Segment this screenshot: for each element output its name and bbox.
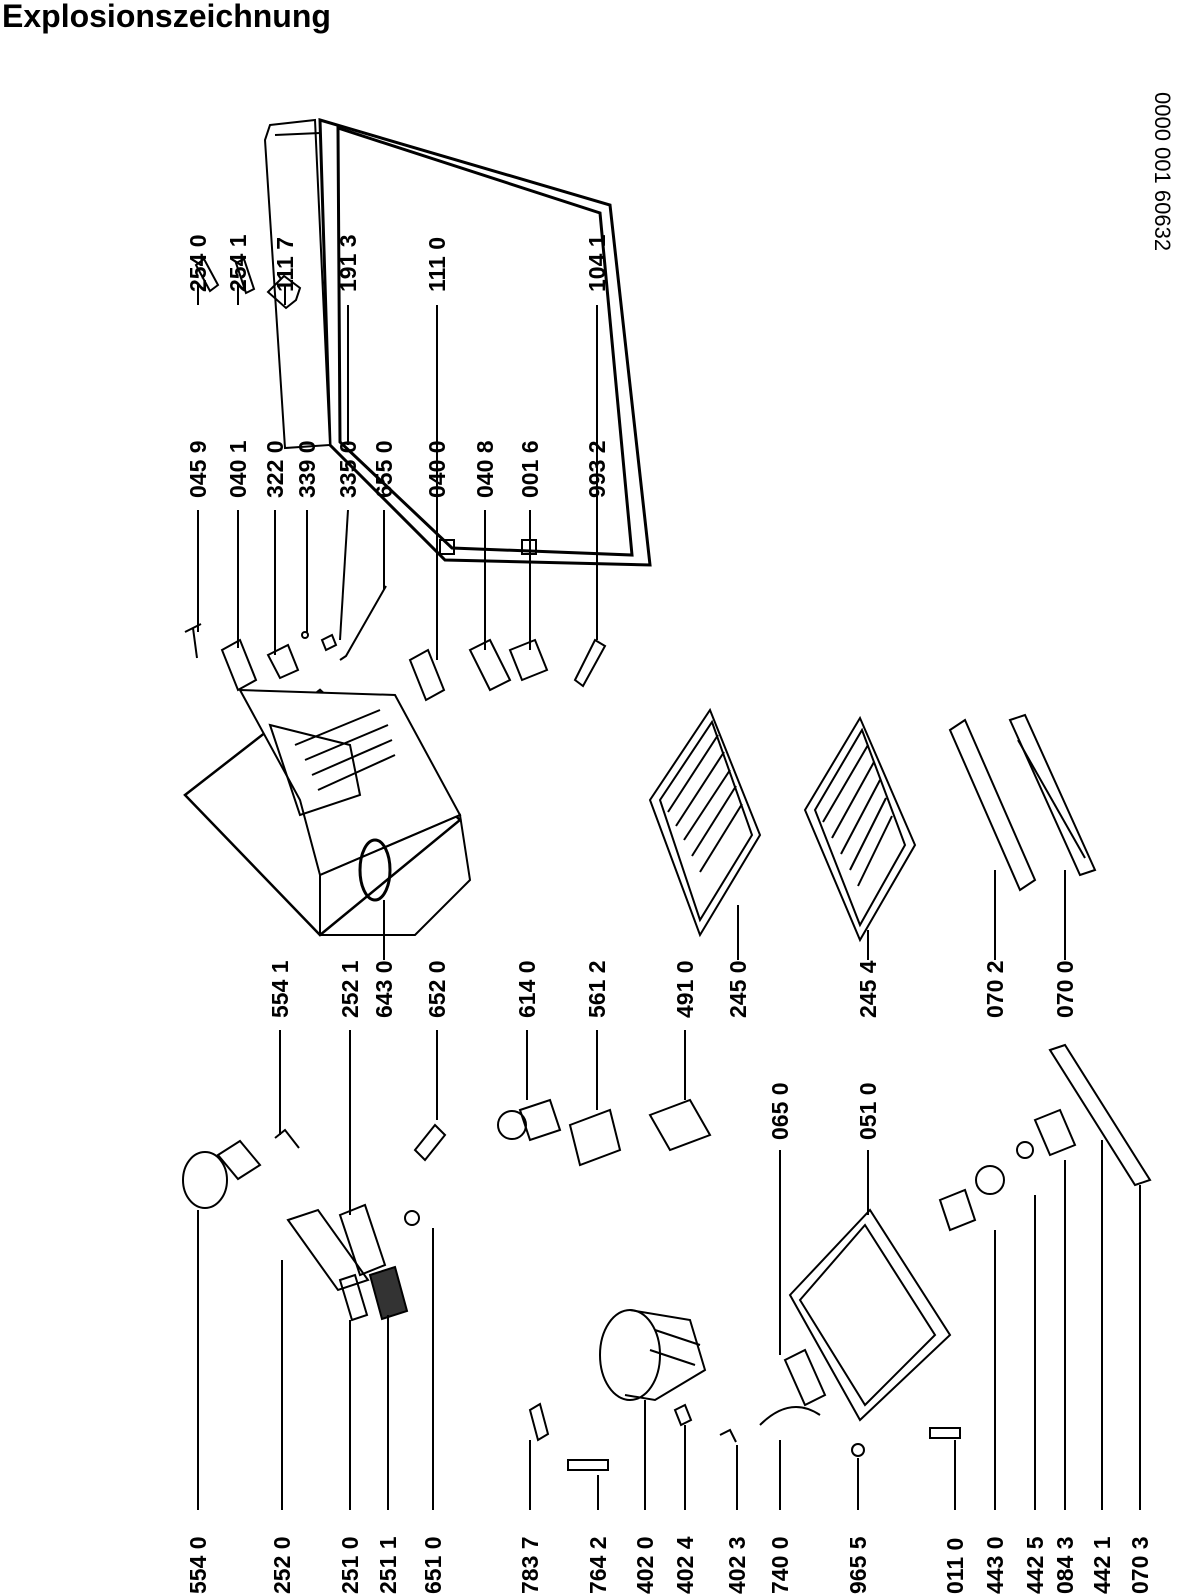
part-label-111-7: 111 7 — [272, 237, 298, 292]
part-label-051-0: 051 0 — [855, 1082, 881, 1140]
part-label-655-0: 655 0 — [371, 440, 397, 498]
compressor-and-base — [599, 1043, 1152, 1439]
part-label-764-2: 764 2 — [585, 1536, 611, 1594]
trim-strips — [948, 713, 1097, 892]
small-lower-parts — [528, 1402, 865, 1471]
part-label-045-9: 045 9 — [185, 440, 211, 498]
part-label-993-2: 993 2 — [584, 440, 610, 498]
part-label-643-0: 643 0 — [371, 960, 397, 1018]
controls-and-lamp — [182, 1098, 712, 1322]
part-label-322-0: 322 0 — [262, 440, 288, 498]
part-label-402-0: 402 0 — [632, 1536, 658, 1594]
part-label-084-3: 084 3 — [1052, 1536, 1078, 1594]
part-label-070-3: 070 3 — [1127, 1536, 1153, 1594]
part-label-011-0: 011 0 — [942, 1538, 968, 1594]
part-label-965-5: 965 5 — [845, 1536, 871, 1594]
part-label-251-1: 251 1 — [375, 1536, 401, 1594]
leader-lines — [197, 285, 1141, 1510]
part-label-104-1: 104 1 — [584, 234, 610, 292]
part-label-614-0: 614 0 — [514, 960, 540, 1018]
part-label-335-0: 335 0 — [335, 440, 361, 498]
hinge-parts — [184, 585, 607, 702]
part-label-111-0: 111 0 — [424, 237, 450, 292]
part-label-254-0: 254 0 — [185, 234, 211, 292]
part-label-040-1: 040 1 — [225, 440, 251, 498]
part-label-561-2: 561 2 — [584, 960, 610, 1018]
part-label-651-0: 651 0 — [420, 1536, 446, 1594]
part-label-442-5: 442 5 — [1022, 1536, 1048, 1594]
part-label-040-0: 040 0 — [424, 440, 450, 498]
small-door-parts — [194, 257, 302, 310]
shelf-drawings — [648, 707, 917, 943]
part-label-402-4: 402 4 — [672, 1536, 698, 1594]
part-label-040-8: 040 8 — [472, 440, 498, 498]
part-label-065-0: 065 0 — [767, 1082, 793, 1140]
part-label-001-6: 001 6 — [517, 440, 543, 498]
page-title: Explosionszeichnung — [2, 0, 331, 34]
part-label-245-4: 245 4 — [855, 960, 881, 1018]
part-label-251-0: 251 0 — [337, 1536, 363, 1594]
part-label-443-0: 443 0 — [982, 1536, 1008, 1594]
part-label-252-1: 252 1 — [337, 960, 363, 1018]
part-label-191-3: 191 3 — [335, 234, 361, 292]
cabinet-drawing — [183, 688, 472, 937]
part-label-402-3: 402 3 — [724, 1536, 750, 1594]
part-label-245-0: 245 0 — [725, 960, 751, 1018]
part-code-labels: 254 0 254 1 111 7 191 3 111 0 104 1 045 9 040 1… — [185, 234, 1153, 1594]
part-label-339-0: 339 0 — [294, 440, 320, 498]
part-label-070-0: 070 0 — [1052, 960, 1078, 1018]
part-label-740-0: 740 0 — [767, 1536, 793, 1594]
part-label-070-2: 070 2 — [982, 960, 1008, 1018]
part-label-554-1: 554 1 — [267, 960, 293, 1018]
part-label-783-7: 783 7 — [517, 1536, 543, 1594]
part-label-442-1: 442 1 — [1089, 1536, 1115, 1594]
part-label-652-0: 652 0 — [424, 960, 450, 1018]
part-label-554-0: 554 0 — [185, 1536, 211, 1594]
part-drawings — [182, 117, 1152, 1471]
part-label-252-0: 252 0 — [269, 1536, 295, 1594]
part-label-491-0: 491 0 — [672, 960, 698, 1018]
part-label-254-1: 254 1 — [225, 234, 251, 292]
